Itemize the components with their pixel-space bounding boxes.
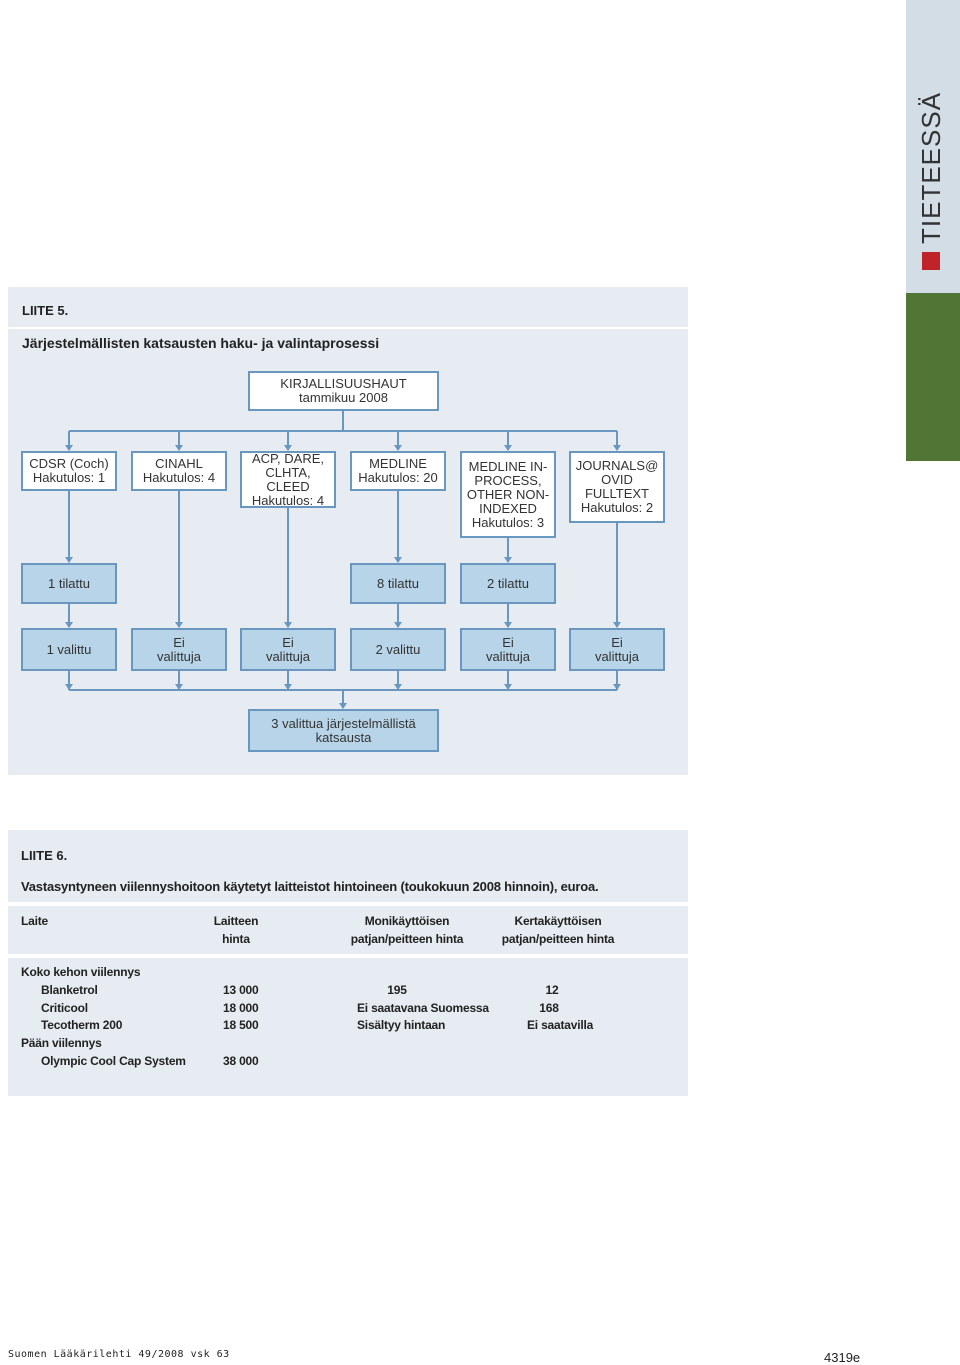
database-box: MEDLINE Hakutulos: 20 [350,451,446,491]
table-row-single: 12 [545,983,559,997]
database-box: ACP, DARE, CLHTA, CLEED Hakutulos: 4 [240,451,336,508]
table-row-multi: Sisältyy hintaan [357,1018,446,1032]
liite5-label: LIITE 5. [22,303,69,318]
journal-footer: Suomen Lääkärilehti 49/2008 vsk 63 [8,1349,230,1360]
liite6-header-panel [8,906,688,954]
database-box: CINAHL Hakutulos: 4 [131,451,227,491]
col-header-price: hinta [222,932,250,946]
table-row-name: Blanketrol [41,983,98,997]
col-header-multi: Monikäyttöisen [364,914,450,928]
col-header-single: Kertakäyttöisen [514,914,602,928]
table-row-price: 38 000 [223,1054,259,1068]
table-row-name: Pään viilennys [21,1036,102,1050]
side-tab-bottom [906,293,960,461]
page-number: 4319e [824,1350,861,1365]
liite6-title: Vastasyntyneen viilennyshoitoon käytetyt… [21,879,599,894]
liite5-title: Järjestelmällisten katsausten haku- ja v… [22,335,380,351]
selected-box: Ei valittuja [460,628,556,671]
table-row-name: Tecotherm 200 [41,1018,123,1032]
search-box: KIRJALLISUUSHAUT tammikuu 2008 [248,371,439,411]
liite6-label: LIITE 6. [21,848,68,863]
table-row-name: Olympic Cool Cap System [41,1054,186,1068]
ordered-box: 1 tilattu [21,563,117,604]
table-row-price: 18 500 [223,1018,259,1032]
side-tab-top [906,0,960,293]
table-row-single: 168 [539,1001,559,1015]
ordered-box: 8 tilattu [350,563,446,604]
col-header-multi: patjan/peitteen hinta [350,932,464,946]
final-result-box: 3 valittua järjestelmällistä katsausta [248,709,439,752]
table-row-name: Koko kehon viilennys [21,965,141,979]
col-header-price: Laitteen [213,914,259,928]
liite6-title-panel [8,830,688,902]
selected-box: Ei valittuja [240,628,336,671]
selected-box: 2 valittu [350,628,446,671]
table-row-multi: 195 [387,983,407,997]
liite5-header-panel [8,287,688,327]
liite6-body-panel [8,958,688,1096]
ordered-box: 2 tilattu [460,563,556,604]
selected-box: Ei valittuja [131,628,227,671]
col-header-laite: Laite [21,914,49,928]
table-row-price: 18 000 [223,1001,259,1015]
database-box: CDSR (Coch) Hakutulos: 1 [21,451,117,491]
database-box: JOURNALS@ OVID FULLTEXT Hakutulos: 2 [569,451,665,523]
selected-box: Ei valittuja [569,628,665,671]
table-row-name: Criticool [41,1001,88,1015]
selected-box: 1 valittu [21,628,117,671]
table-row-single: Ei saatavilla [527,1018,594,1032]
col-header-single: patjan/peitteen hinta [501,932,615,946]
database-box: MEDLINE IN- PROCESS, OTHER NON- INDEXED … [460,451,556,538]
table-row-multi: Ei saatavana Suomessa [357,1001,489,1015]
table-row-price: 13 000 [223,983,259,997]
